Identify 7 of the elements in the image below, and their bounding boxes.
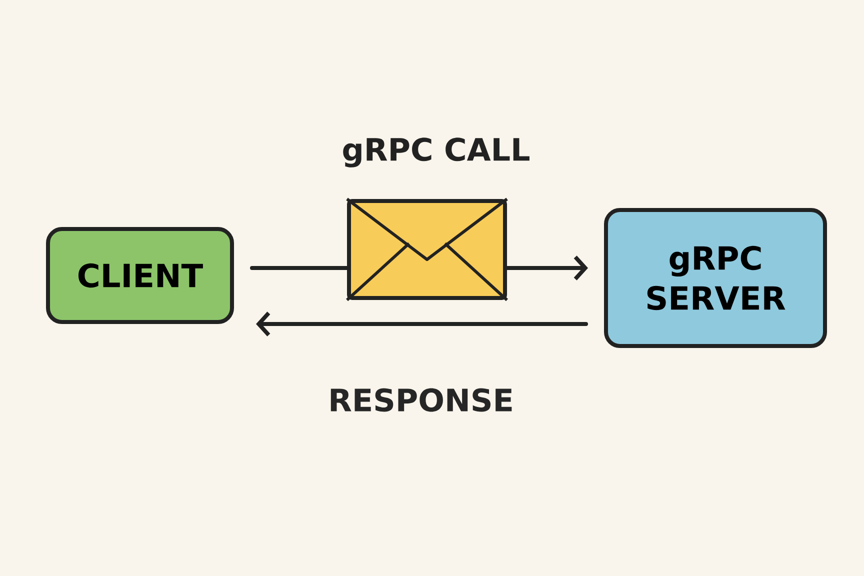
client-box: CLIENT xyxy=(46,227,234,324)
caption-text: gRPC CALL xyxy=(343,138,530,168)
server-box: gRPC SERVER xyxy=(604,208,827,348)
envelope-icon xyxy=(346,198,508,302)
edge-label: RESPONSE xyxy=(330,388,512,412)
arrow xyxy=(505,256,588,280)
arrow xyxy=(256,312,588,336)
